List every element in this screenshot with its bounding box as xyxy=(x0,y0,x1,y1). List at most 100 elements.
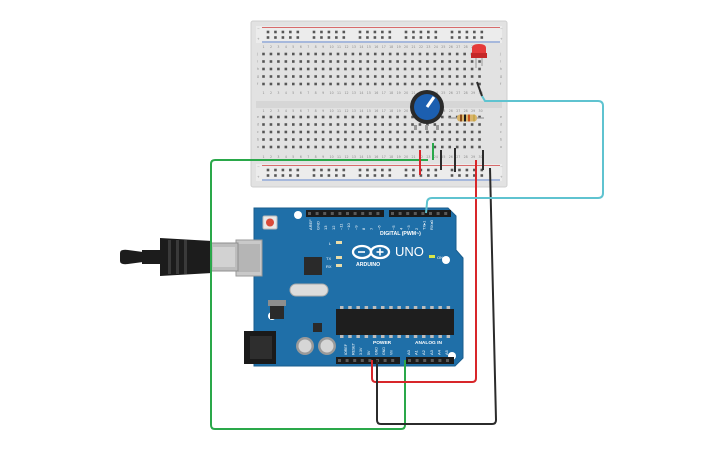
breadboard-hole[interactable] xyxy=(381,130,384,134)
breadboard-hole[interactable] xyxy=(373,82,377,86)
breadboard-hole[interactable] xyxy=(373,138,377,141)
breadboard-hole[interactable] xyxy=(450,174,454,177)
breadboard-hole[interactable] xyxy=(418,145,422,149)
breadboard-hole[interactable] xyxy=(262,138,265,141)
breadboard-hole[interactable] xyxy=(388,123,392,126)
breadboard-hole[interactable] xyxy=(351,52,355,56)
breadboard-hole[interactable] xyxy=(441,138,444,141)
breadboard-hole[interactable] xyxy=(296,30,300,34)
breadboard-hole[interactable] xyxy=(292,123,295,126)
breadboard-hole[interactable] xyxy=(289,36,292,39)
breadboard-hole[interactable] xyxy=(411,130,414,134)
breadboard-hole[interactable] xyxy=(473,30,476,34)
breadboard-hole[interactable] xyxy=(314,138,317,141)
breadboard-hole[interactable] xyxy=(441,82,444,86)
breadboard-hole[interactable] xyxy=(403,115,407,119)
breadboard-hole[interactable] xyxy=(351,115,355,119)
breadboard-hole[interactable] xyxy=(450,168,454,172)
breadboard-hole[interactable] xyxy=(450,30,454,34)
breadboard-hole[interactable] xyxy=(314,82,317,86)
breadboard-hole[interactable] xyxy=(359,75,362,78)
breadboard-hole[interactable] xyxy=(344,138,347,141)
breadboard-hole[interactable] xyxy=(296,168,300,172)
breadboard-hole[interactable] xyxy=(455,75,459,78)
breadboard-hole[interactable] xyxy=(463,145,466,149)
breadboard-hole[interactable] xyxy=(366,30,369,34)
breadboard-hole[interactable] xyxy=(433,67,437,71)
breadboard-hole[interactable] xyxy=(277,130,280,134)
breadboard-hole[interactable] xyxy=(463,75,466,78)
breadboard-hole[interactable] xyxy=(426,60,429,63)
breadboard-hole[interactable] xyxy=(342,168,346,172)
breadboard-hole[interactable] xyxy=(277,145,280,149)
breadboard-hole[interactable] xyxy=(403,75,407,78)
breadboard-hole[interactable] xyxy=(458,36,461,39)
led-leg-wire[interactable] xyxy=(476,81,483,97)
digital-header-left[interactable] xyxy=(306,210,384,217)
breadboard-hole[interactable] xyxy=(329,123,332,126)
breadboard-hole[interactable] xyxy=(320,174,323,177)
breadboard-hole[interactable] xyxy=(463,60,466,63)
breadboard-hole[interactable] xyxy=(463,52,466,56)
breadboard-hole[interactable] xyxy=(480,168,484,172)
breadboard-hole[interactable] xyxy=(351,82,355,86)
breadboard-hole[interactable] xyxy=(470,60,474,63)
breadboard-hole[interactable] xyxy=(342,174,346,177)
breadboard-hole[interactable] xyxy=(396,123,399,126)
header-pin[interactable] xyxy=(383,359,387,362)
header-pin[interactable] xyxy=(345,359,349,362)
breadboard-hole[interactable] xyxy=(396,52,399,56)
breadboard-hole[interactable] xyxy=(448,145,452,149)
breadboard-hole[interactable] xyxy=(299,60,303,63)
breadboard-hole[interactable] xyxy=(396,145,399,149)
breadboard-hole[interactable] xyxy=(306,75,310,78)
power-header[interactable] xyxy=(336,357,400,364)
breadboard-hole[interactable] xyxy=(426,130,429,134)
breadboard-hole[interactable] xyxy=(470,123,474,126)
breadboard-hole[interactable] xyxy=(274,36,277,39)
breadboard-hole[interactable] xyxy=(373,30,377,34)
breadboard-hole[interactable] xyxy=(306,123,310,126)
breadboard-hole[interactable] xyxy=(262,145,265,149)
breadboard-hole[interactable] xyxy=(404,30,408,34)
breadboard-hole[interactable] xyxy=(396,130,399,134)
breadboard-hole[interactable] xyxy=(403,123,407,126)
breadboard-hole[interactable] xyxy=(418,75,422,78)
breadboard-hole[interactable] xyxy=(336,75,340,78)
breadboard-hole[interactable] xyxy=(277,52,280,56)
breadboard-hole[interactable] xyxy=(351,123,355,126)
breadboard-hole[interactable] xyxy=(373,115,377,119)
breadboard-hole[interactable] xyxy=(299,145,303,149)
breadboard-hole[interactable] xyxy=(412,30,415,34)
breadboard-hole[interactable] xyxy=(381,82,384,86)
header-pin[interactable] xyxy=(315,212,319,215)
breadboard-hole[interactable] xyxy=(289,174,292,177)
breadboard-hole[interactable] xyxy=(373,174,377,177)
breadboard-hole[interactable] xyxy=(458,30,461,34)
breadboard-hole[interactable] xyxy=(419,174,423,177)
breadboard-hole[interactable] xyxy=(306,82,310,86)
breadboard-hole[interactable] xyxy=(470,130,474,134)
breadboard-hole[interactable] xyxy=(470,82,474,86)
breadboard-hole[interactable] xyxy=(329,52,332,56)
breadboard-hole[interactable] xyxy=(336,138,340,141)
breadboard-hole[interactable] xyxy=(478,130,481,134)
breadboard-hole[interactable] xyxy=(381,123,384,126)
breadboard-hole[interactable] xyxy=(433,123,437,126)
header-pin[interactable] xyxy=(406,212,410,215)
breadboard-hole[interactable] xyxy=(312,174,316,177)
analog-header[interactable] xyxy=(406,357,454,364)
breadboard-hole[interactable] xyxy=(473,36,476,39)
breadboard-hole[interactable] xyxy=(335,36,338,39)
breadboard-hole[interactable] xyxy=(358,36,362,39)
breadboard-hole[interactable] xyxy=(359,145,362,149)
breadboard-hole[interactable] xyxy=(411,75,414,78)
breadboard-hole[interactable] xyxy=(277,60,280,63)
header-pin[interactable] xyxy=(346,212,349,215)
breadboard-hole[interactable] xyxy=(463,130,466,134)
breadboard-hole[interactable] xyxy=(458,168,461,172)
breadboard-hole[interactable] xyxy=(306,52,310,56)
breadboard-hole[interactable] xyxy=(388,30,392,34)
breadboard-hole[interactable] xyxy=(448,82,452,86)
breadboard-hole[interactable] xyxy=(358,174,362,177)
